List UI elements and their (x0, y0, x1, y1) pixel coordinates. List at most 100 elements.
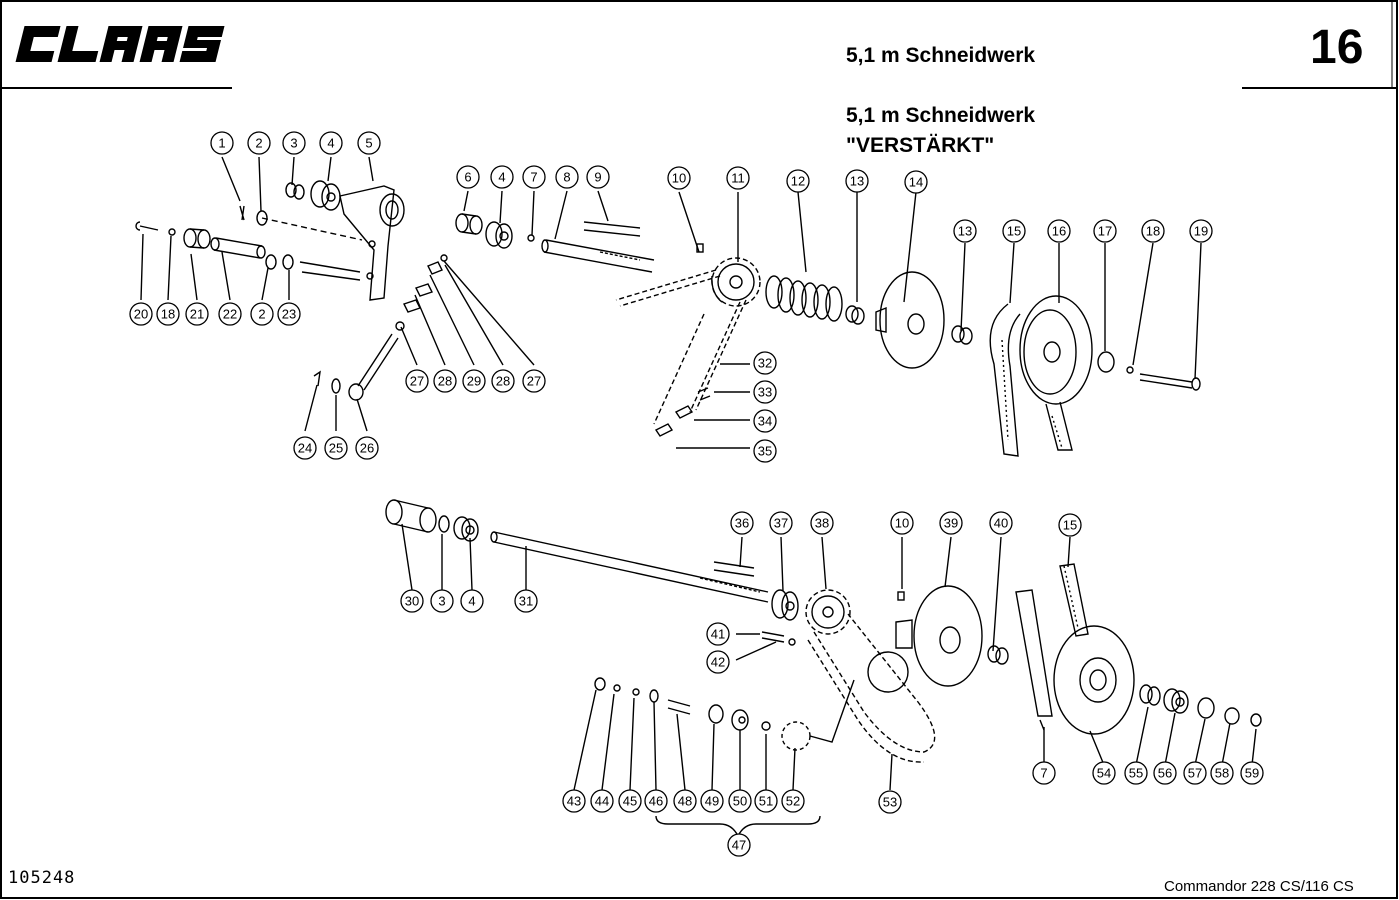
roller-chain-part (807, 613, 936, 763)
nut-part (594, 677, 606, 691)
part-number-label: 31 (519, 594, 533, 609)
part-callout-54: 54 (1092, 761, 1116, 785)
part-number-label: 39 (944, 516, 958, 531)
part-number-label: 40 (994, 516, 1008, 531)
part-callout-38: 38 (810, 511, 834, 535)
part-callout-22: 22 (218, 302, 242, 326)
part-callout-45: 45 (618, 789, 642, 813)
part-number-label: 3 (290, 136, 297, 151)
part-callout-55: 55 (1124, 761, 1148, 785)
part-callout-27: 27 (405, 369, 429, 393)
part-number-label: 16 (1052, 224, 1066, 239)
part-callout-31: 31 (514, 589, 538, 613)
part-callout-17: 17 (1093, 219, 1117, 243)
chain-link-part (697, 387, 711, 401)
cotter-pin-part (313, 370, 321, 387)
part-number-label: 27 (410, 374, 424, 389)
part-number-label: 11 (731, 171, 745, 186)
part-callout-18: 18 (1141, 219, 1165, 243)
sleeve-part (1139, 684, 1161, 706)
part-callout-49: 49 (700, 789, 724, 813)
pulley-part (1053, 625, 1135, 735)
washer-part (649, 689, 659, 703)
part-callout-6: 6 (456, 165, 480, 189)
washer-part (265, 254, 277, 270)
part-number-label: 59 (1245, 766, 1259, 781)
part-number-label: 45 (623, 794, 637, 809)
subsection-variant: "VERSTÄRKT" (846, 134, 995, 157)
bearing-part (453, 516, 479, 542)
dowel-pin-part (897, 591, 905, 601)
part-number-label: 43 (567, 794, 581, 809)
snap-ring-part (1197, 697, 1215, 719)
part-number-label: 17 (1098, 224, 1112, 239)
part-callout-15: 15 (1002, 219, 1026, 243)
part-callout-34: 34 (753, 409, 777, 433)
v-belt-part (1015, 563, 1089, 717)
part-callout-30: 30 (400, 589, 424, 613)
pulley-part (1019, 295, 1093, 405)
grease-nipple-part (527, 234, 535, 242)
pulley-half-part (895, 585, 983, 687)
part-callout-12: 12 (786, 169, 810, 193)
part-callout-10: 10 (667, 166, 691, 190)
part-callout-24: 24 (293, 436, 317, 460)
washer-part (1126, 366, 1134, 374)
lever-arm-part (299, 185, 405, 301)
part-callout-56: 56 (1153, 761, 1177, 785)
part-number-label: 55 (1129, 766, 1143, 781)
part-callout-8: 8 (555, 165, 579, 189)
part-number-label: 36 (735, 516, 749, 531)
part-callout-15: 15 (1058, 513, 1082, 537)
part-number-label: 4 (498, 170, 505, 185)
part-number-label: 38 (815, 516, 829, 531)
part-callout-3: 3 (282, 131, 306, 155)
part-number-label: 7 (530, 170, 537, 185)
part-number-label: 10 (672, 171, 686, 186)
roller-chain-part (615, 269, 747, 425)
part-number-label: 15 (1007, 224, 1021, 239)
washer-part (613, 684, 621, 692)
part-callout-4: 4 (319, 131, 343, 155)
bearing-part (731, 709, 749, 731)
part-number-label: 25 (329, 441, 343, 456)
part-number-label: 27 (527, 374, 541, 389)
part-callout-1: 1 (210, 131, 234, 155)
part-callout-28: 28 (433, 369, 457, 393)
shaft-part (541, 239, 655, 273)
part-callout-16: 16 (1047, 219, 1071, 243)
bolt-part (135, 221, 159, 231)
compression-spring-part (765, 275, 843, 322)
part-number-label: 37 (774, 516, 788, 531)
part-callout-13: 13 (845, 169, 869, 193)
nut-part (1250, 713, 1262, 727)
part-callout-32: 32 (753, 351, 777, 375)
part-callout-13: 13 (953, 219, 977, 243)
washer-part (256, 210, 268, 226)
part-callout-37: 37 (769, 511, 793, 535)
part-callout-27: 27 (522, 369, 546, 393)
part-number-label: 48 (678, 794, 692, 809)
part-number-label: 52 (786, 794, 800, 809)
rod-end-part (395, 254, 448, 331)
bearing-part (1163, 688, 1189, 714)
part-number-label: 44 (595, 794, 609, 809)
cotter-pin-part (239, 205, 245, 221)
bolt-part (761, 631, 785, 643)
model-designation: Commandor 228 CS/116 CS (1164, 878, 1354, 895)
part-number-label: 2 (258, 307, 265, 322)
washer-part (168, 228, 176, 236)
part-number-label: 12 (791, 174, 805, 189)
part-number-label: 14 (909, 175, 923, 190)
part-number-label: 13 (850, 174, 864, 189)
part-callout-35: 35 (753, 439, 777, 463)
part-number-label: 2 (255, 136, 262, 151)
nut-part (1224, 707, 1240, 725)
part-number-label: 28 (496, 374, 510, 389)
part-callout-40: 40 (989, 511, 1013, 535)
part-callout-5: 5 (357, 131, 381, 155)
chain-link-part (654, 423, 674, 437)
snap-ring-part (708, 704, 724, 724)
part-callout-7: 7 (1032, 761, 1056, 785)
part-callout-23: 23 (277, 302, 301, 326)
